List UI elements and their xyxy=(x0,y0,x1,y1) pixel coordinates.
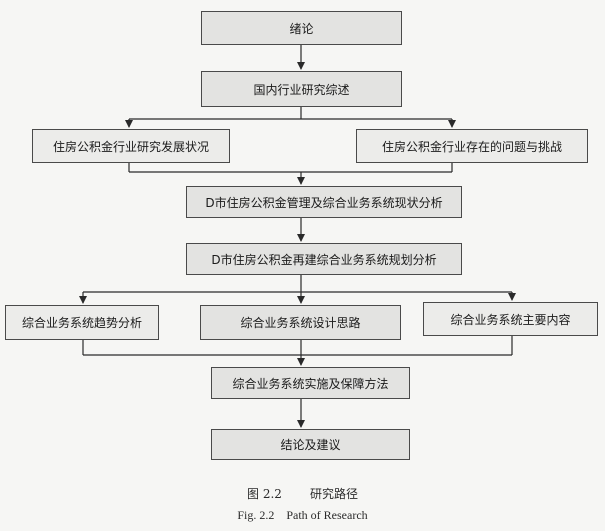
node-main-content: 综合业务系统主要内容 xyxy=(423,302,598,336)
node-trend-analysis: 综合业务系统趋势分析 xyxy=(5,305,159,340)
node-review: 国内行业研究综述 xyxy=(201,71,402,107)
node-design-ideas: 综合业务系统设计思路 xyxy=(200,305,401,340)
node-conclusion: 结论及建议 xyxy=(211,429,410,460)
node-research-status: 住房公积金行业研究发展状况 xyxy=(32,129,230,163)
figure-number: 图 2.2 xyxy=(247,487,282,501)
figure-caption-chinese: 图 2.2 研究路径 xyxy=(0,485,605,502)
node-planning-analysis: D市住房公积金再建综合业务系统规划分析 xyxy=(186,243,462,275)
node-current-analysis: D市住房公积金管理及综合业务系统现状分析 xyxy=(186,186,462,218)
node-problems: 住房公积金行业存在的问题与挑战 xyxy=(356,129,588,163)
figure-title: 研究路径 xyxy=(309,487,358,501)
node-intro: 绪论 xyxy=(201,11,402,45)
figure-caption-english: Fig. 2.2 Path of Research xyxy=(237,508,368,522)
node-implementation: 综合业务系统实施及保障方法 xyxy=(211,367,410,399)
